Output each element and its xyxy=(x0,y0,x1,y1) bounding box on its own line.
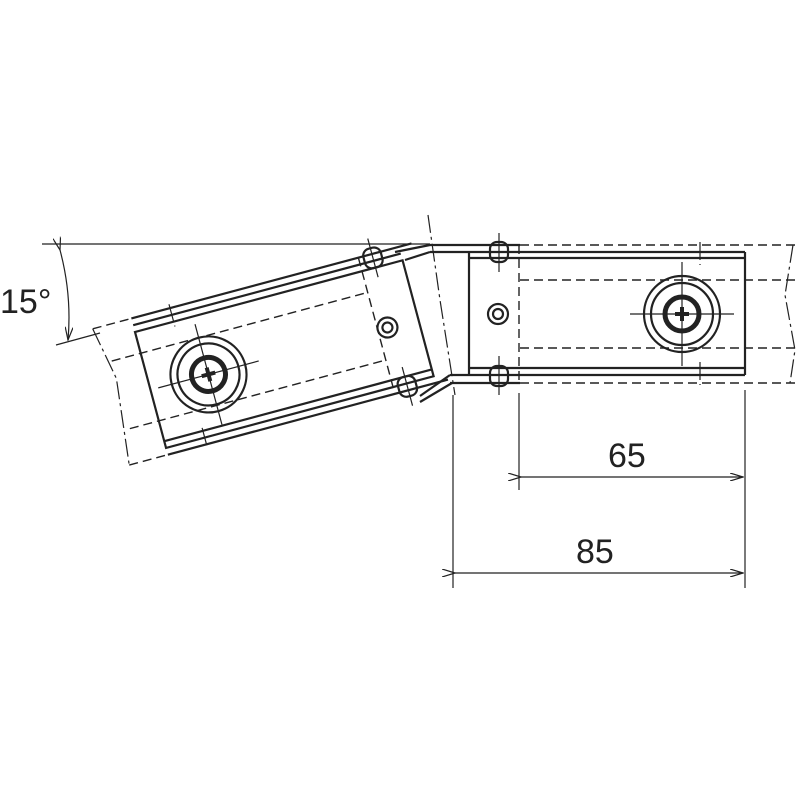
cam-knob-left xyxy=(158,324,259,425)
bend-rails xyxy=(394,214,456,403)
left-bracket xyxy=(92,238,449,466)
small-hole-left xyxy=(376,316,399,339)
top-rivet xyxy=(488,233,510,272)
cam-knob-right xyxy=(630,262,734,366)
small-hole xyxy=(486,302,510,326)
dimension-85-label: 85 xyxy=(576,533,614,571)
angle-label: 15° xyxy=(0,283,51,321)
angle-arc xyxy=(60,250,69,340)
angle-dimension: 15° xyxy=(0,244,430,346)
dimension-65: 65 xyxy=(519,390,746,588)
dimension-65-label: 65 xyxy=(608,437,646,475)
right-bracket xyxy=(430,233,796,395)
dimension-85: 85 xyxy=(453,395,743,588)
angle-extension-line xyxy=(55,332,101,346)
bottom-rivet xyxy=(488,356,510,395)
